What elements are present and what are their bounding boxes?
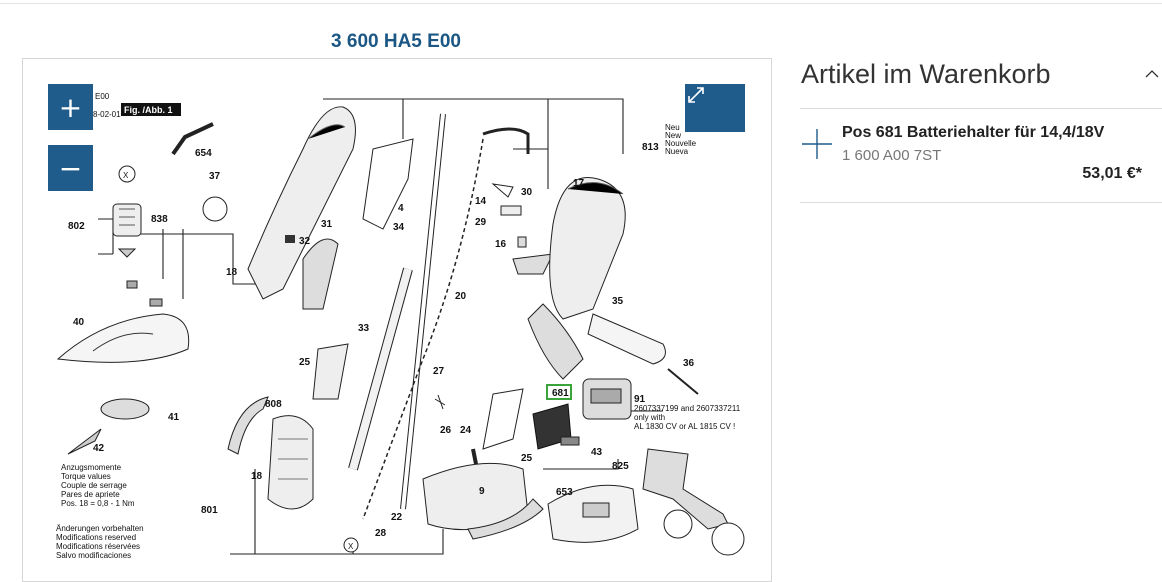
- plus-icon: +: [58, 90, 83, 124]
- cart-title: Artikel im Warenkorb: [801, 59, 1051, 89]
- expand-arrows-icon: [688, 87, 704, 103]
- zoom-out-button[interactable]: −: [48, 145, 93, 191]
- minus-icon: −: [58, 151, 83, 185]
- cart-item-name[interactable]: Pos 681 Batteriehalter für 14,4/18V: [842, 124, 1105, 141]
- fullscreen-button[interactable]: [685, 84, 745, 132]
- page-title: 3 600 HA5 E00: [331, 31, 461, 52]
- cart-panel: Artikel im Warenkorb Pos 681 Batteriehal…: [800, 56, 1162, 203]
- svg-text:X: X: [123, 171, 129, 180]
- cart-header[interactable]: Artikel im Warenkorb: [800, 56, 1162, 109]
- chevron-up-icon[interactable]: [1144, 66, 1160, 82]
- highlight-681[interactable]: [546, 384, 572, 400]
- cart-item[interactable]: Pos 681 Batteriehalter für 14,4/18V 1 60…: [800, 109, 1162, 203]
- plus-icon[interactable]: [800, 127, 834, 161]
- cart-item-number: 1 600 A00 7ST: [842, 147, 942, 164]
- svg-text:X: X: [348, 542, 354, 551]
- cart-item-price: 53,01 €*: [1082, 165, 1142, 182]
- zoom-in-button[interactable]: +: [48, 84, 93, 130]
- diagram-svg: X: [56, 98, 745, 556]
- exploded-parts-diagram[interactable]: X: [22, 58, 772, 582]
- top-divider: [0, 0, 1162, 4]
